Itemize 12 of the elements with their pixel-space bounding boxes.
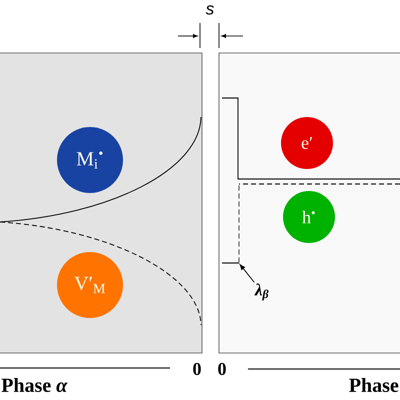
symbol-label: λ$_{β}$ [254, 283, 268, 301]
species-sphere: h$^{•}$ [283, 191, 335, 243]
axis-value: 0 [218, 362, 226, 376]
axis-title: Phase α [2, 378, 68, 392]
axis-title: Phase [349, 378, 398, 392]
axis-value: 0 [193, 362, 201, 376]
leader-arrow [240, 264, 255, 283]
species-sphere: e′ [281, 117, 333, 169]
gap-symbol: s [206, 5, 214, 15]
phase-panel [218, 52, 400, 354]
species-sphere: M$_{i}$• [57, 127, 123, 193]
species-sphere: V′$_{M}$ [57, 252, 123, 318]
